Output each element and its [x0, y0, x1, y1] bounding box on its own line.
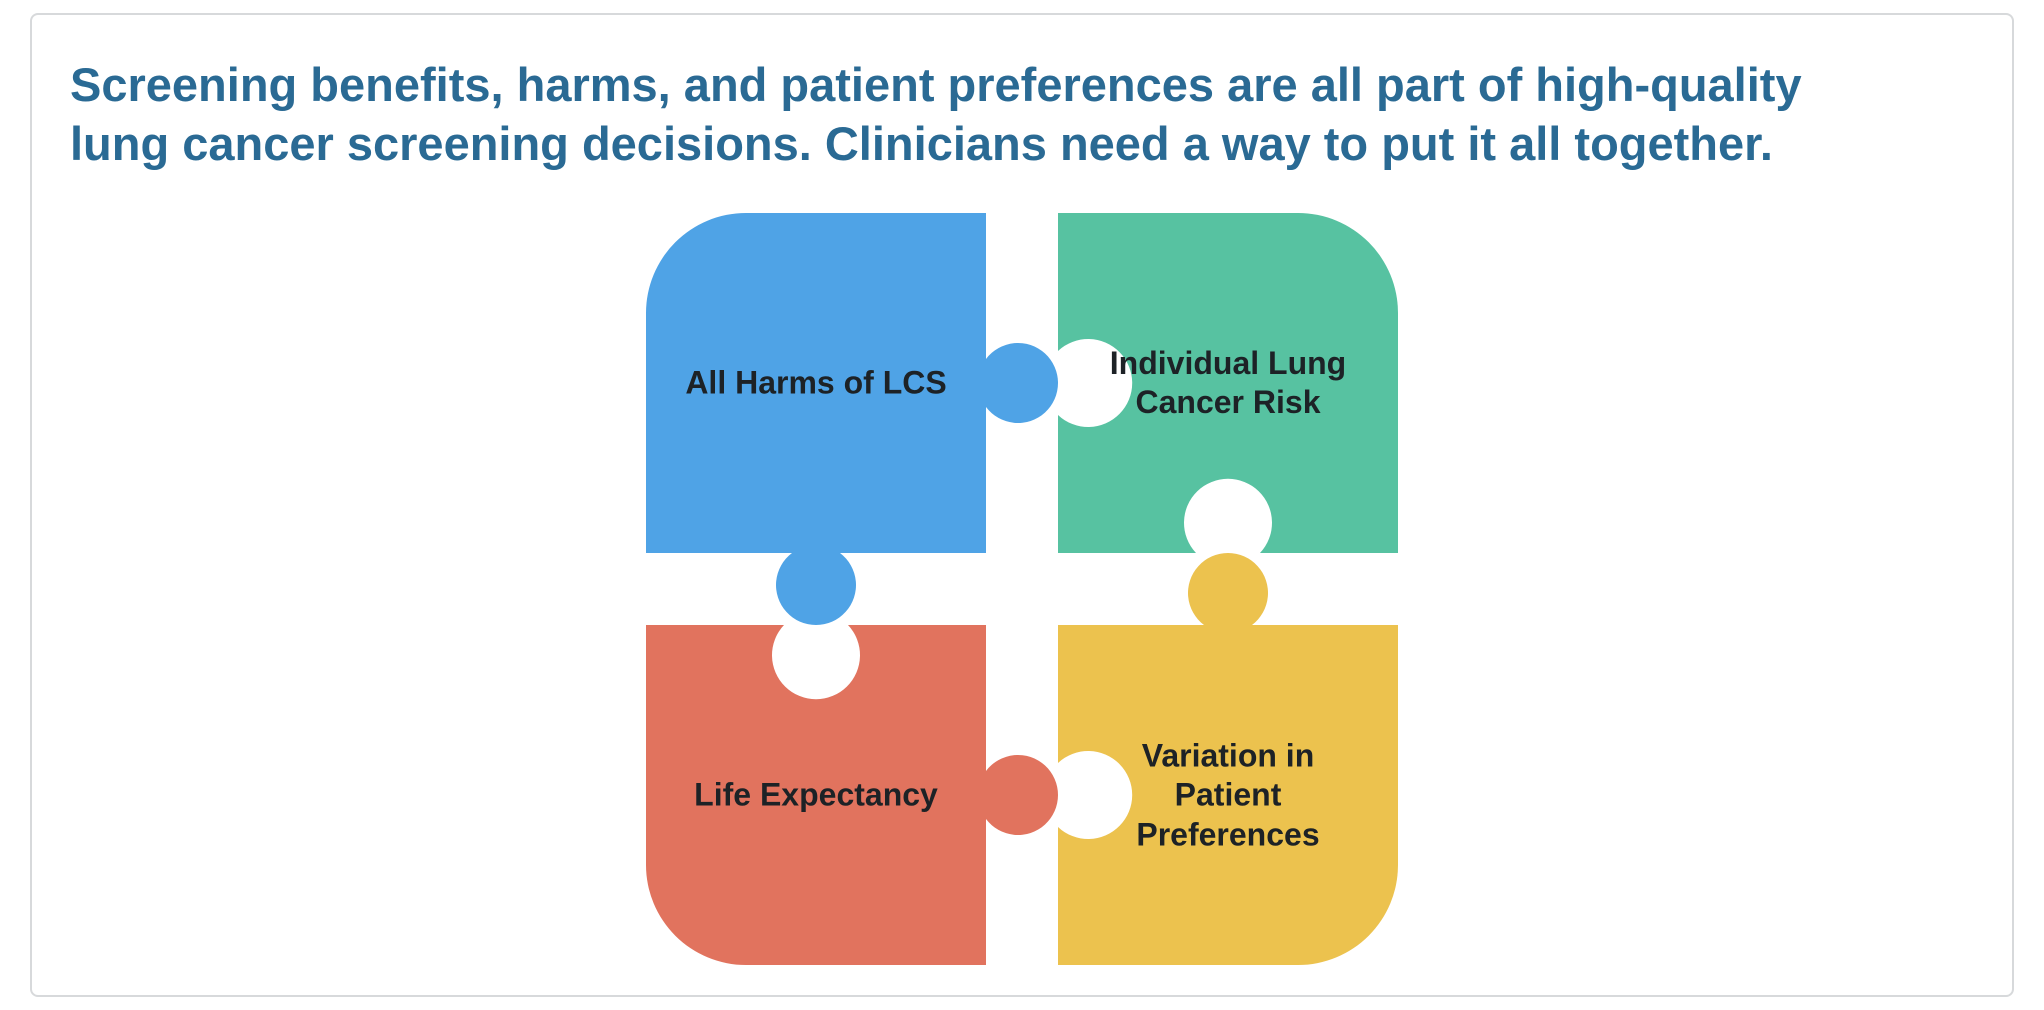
puzzle-piece-all-harms-of-lcs	[646, 213, 1058, 626]
puzzle-label-life-expectancy: Life Expectancy	[694, 776, 938, 813]
puzzle-label-individual-lung-cancer-risk: Individual Lung Cancer Risk	[1109, 345, 1347, 421]
puzzle-piece-individual-lung-cancer-risk	[1058, 213, 1398, 554]
puzzle-piece-variation-in-patient-preferences	[1058, 553, 1398, 966]
puzzle-label-all-harms-of-lcs: All Harms of LCS	[685, 364, 947, 401]
puzzle-piece-life-expectancy	[646, 625, 1058, 966]
puzzle-svg	[646, 213, 1398, 966]
slide-frame: Screening benefits, harms, and patient p…	[30, 13, 2014, 997]
headline: Screening benefits, harms, and patient p…	[70, 58, 1802, 171]
puzzle-diagram: All Harms of LCS Individual Lung Cancer …	[646, 213, 1398, 966]
puzzle-label-variation-in-patient-preferences: Variation in Patient Preferences	[1136, 737, 1320, 852]
